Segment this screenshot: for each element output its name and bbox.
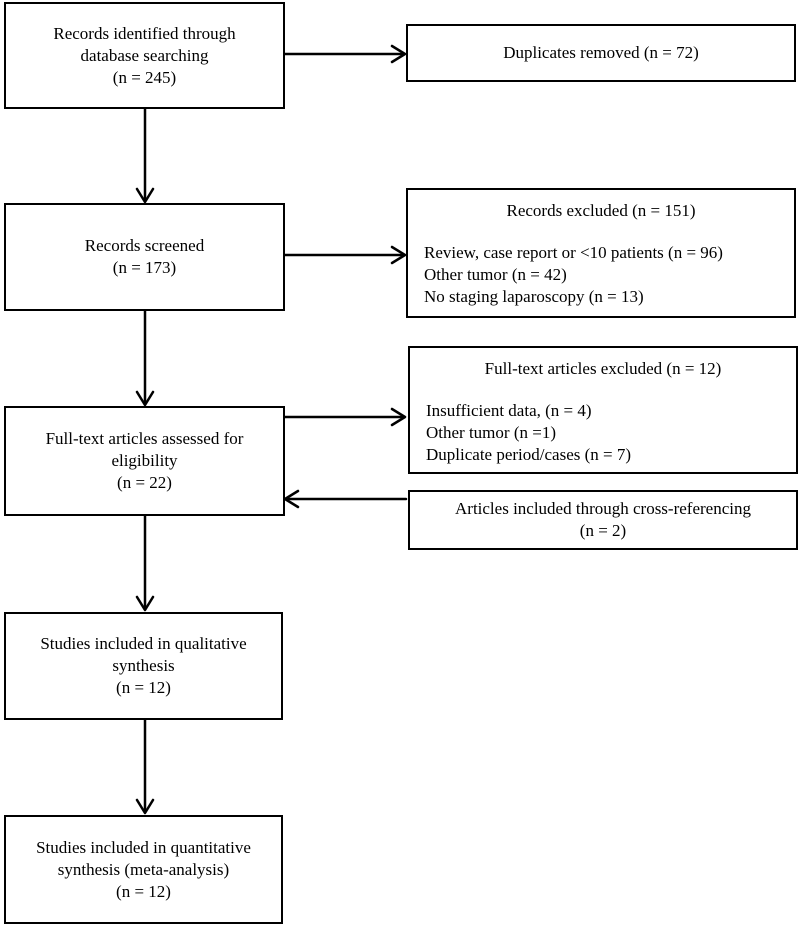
fulltext-excluded-item: Duplicate period/cases (n = 7) bbox=[426, 445, 632, 464]
qualitative-box: Studies included in qualitative synthesi… bbox=[4, 612, 283, 720]
identification-line-2: database searching bbox=[80, 45, 209, 65]
records-excluded-item: No staging laparoscopy (n = 13) bbox=[424, 287, 644, 306]
crossref-box: Articles included through cross-referenc… bbox=[408, 490, 798, 550]
screened-line-1: Records screened bbox=[84, 236, 205, 255]
crossref-line-1: Articles included through cross-referenc… bbox=[455, 499, 751, 518]
screened-box: Records screened (n = 173) bbox=[4, 203, 285, 311]
records-excluded-item: Review, case report or <10 patients (n =… bbox=[424, 243, 723, 262]
quantitative-line-2: synthesis (meta-analysis) bbox=[57, 859, 230, 879]
records-excluded-title: Records excluded (n = 151) bbox=[506, 201, 696, 220]
fulltext-excluded-title: Full-text articles excluded (n = 12) bbox=[484, 359, 722, 378]
quantitative-box: Studies included in quantitative synthes… bbox=[4, 815, 283, 924]
eligibility-count: (n = 22) bbox=[117, 473, 172, 492]
fulltext-excluded-item: Insufficient data, (n = 4) bbox=[426, 401, 592, 420]
qualitative-line-1: Studies included in qualitative bbox=[40, 634, 247, 653]
records-excluded-item: Other tumor (n = 42) bbox=[424, 265, 567, 284]
eligibility-box: Full-text articles assessed for eligibil… bbox=[4, 406, 285, 516]
crossref-count: (n = 2) bbox=[579, 521, 627, 540]
duplicates-box: Duplicates removed (n = 72) bbox=[406, 24, 796, 82]
eligibility-line-1: Full-text articles assessed for bbox=[45, 429, 244, 448]
qualitative-count: (n = 12) bbox=[116, 678, 171, 697]
fulltext-excluded-box: Full-text articles excluded (n = 12) Ins… bbox=[408, 346, 798, 474]
duplicates-text: Duplicates removed (n = 72) bbox=[503, 43, 699, 62]
quantitative-line-1: Studies included in quantitative bbox=[36, 837, 251, 857]
eligibility-line-2: eligibility bbox=[111, 451, 178, 470]
qualitative-line-2: synthesis bbox=[112, 656, 175, 675]
identification-box: Records identified through database sear… bbox=[4, 2, 285, 109]
screened-count: (n = 173) bbox=[112, 258, 177, 277]
identification-count: (n = 245) bbox=[112, 67, 177, 87]
fulltext-excluded-item: Other tumor (n =1) bbox=[426, 423, 556, 442]
identification-line-1: Records identified through bbox=[53, 23, 236, 43]
quantitative-count: (n = 12) bbox=[116, 881, 171, 901]
records-excluded-box: Records excluded (n = 151) Review, case … bbox=[406, 188, 796, 318]
